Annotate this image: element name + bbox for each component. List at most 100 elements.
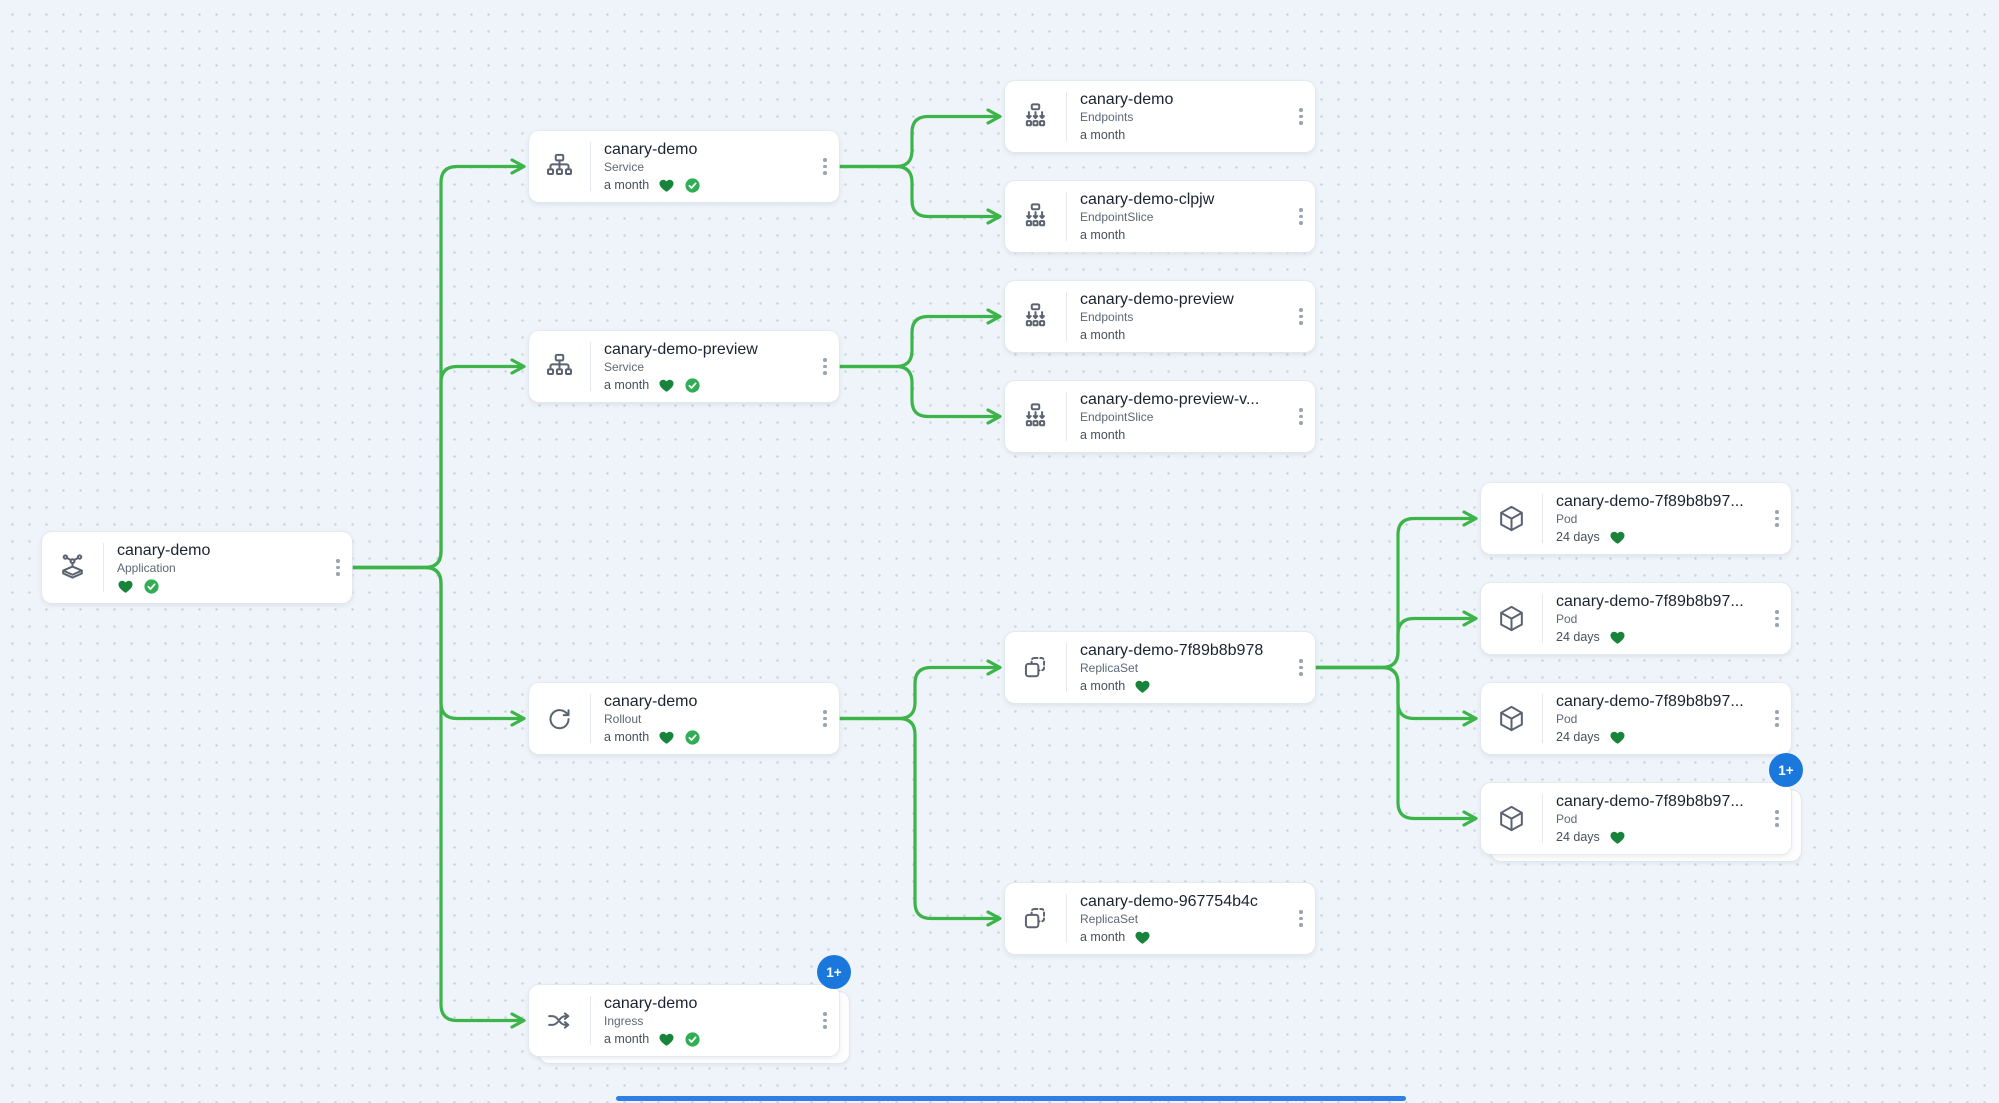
resource-card[interactable]: canary-demo Service a month (529, 131, 839, 202)
replicaset-icon (1020, 652, 1051, 683)
service-icon (544, 351, 575, 382)
node-title: canary-demo-preview-v... (1080, 391, 1260, 408)
node-menu-button[interactable] (1287, 883, 1315, 954)
kind-icon-zone (1481, 583, 1542, 654)
horizontal-scrollbar[interactable] (616, 1096, 1406, 1101)
node-age: 24 days (1556, 530, 1600, 544)
resource-node[interactable]: 1+ canary-demo Ingress a month (529, 955, 851, 1063)
resource-node[interactable]: canary-demo-7f89b8b978 ReplicaSet a mont… (1005, 632, 1315, 703)
resource-card[interactable]: canary-demo-preview-v... EndpointSlice a… (1005, 381, 1315, 452)
kind-icon-zone (529, 131, 590, 202)
resource-node[interactable]: canary-demo-7f89b8b97... Pod 24 days (1481, 683, 1791, 754)
node-menu-button[interactable] (1287, 381, 1315, 452)
node-menu-button[interactable] (1287, 181, 1315, 252)
resource-node[interactable]: canary-demo-967754b4c ReplicaSet a month (1005, 883, 1315, 954)
node-menu-button[interactable] (811, 131, 839, 202)
node-menu-button[interactable] (1763, 683, 1791, 754)
node-menu-button[interactable] (1287, 81, 1315, 152)
node-kind: Service (604, 160, 645, 174)
resource-node[interactable]: canary-demo Application (42, 532, 352, 603)
edge-svc1-eps1 (837, 164, 1002, 225)
resource-node[interactable]: canary-demo Rollout a month (529, 683, 839, 754)
resource-node[interactable]: canary-demo-preview Service a month (529, 331, 839, 402)
endpoints-icon (1020, 301, 1051, 332)
resource-node[interactable]: canary-demo-preview Endpoints a month (1005, 281, 1315, 352)
node-meta-row: a month (1080, 678, 1279, 695)
card-divider (1542, 494, 1543, 543)
node-title: canary-demo-7f89b8b97... (1556, 493, 1744, 510)
edge-rollout-rs2 (837, 716, 1002, 927)
node-age: a month (604, 378, 650, 392)
resource-card[interactable]: canary-demo Ingress a month (529, 985, 839, 1056)
health-heart-icon (1609, 729, 1626, 746)
node-menu-button[interactable] (811, 683, 839, 754)
node-text-zone: canary-demo-7f89b8b97... Pod 24 days (1543, 583, 1763, 654)
resource-card[interactable]: canary-demo-preview Service a month (529, 331, 839, 402)
node-kind: Ingress (604, 1014, 644, 1028)
node-menu-button[interactable] (811, 331, 839, 402)
card-divider (1542, 794, 1543, 843)
node-title: canary-demo (1080, 91, 1174, 108)
node-title: canary-demo-clpjw (1080, 191, 1215, 208)
resource-node[interactable]: canary-demo-clpjw EndpointSlice a month (1005, 181, 1315, 252)
node-kind: Rollout (604, 712, 642, 726)
node-title: canary-demo (604, 995, 698, 1012)
health-heart-icon (1134, 929, 1151, 946)
resource-card[interactable]: canary-demo Rollout a month (529, 683, 839, 754)
node-text-zone: canary-demo Service a month (591, 131, 811, 202)
resource-node[interactable]: canary-demo-preview-v... EndpointSlice a… (1005, 381, 1315, 452)
resource-node[interactable]: canary-demo-7f89b8b97... Pod 24 days (1481, 483, 1791, 554)
pod-icon (1496, 703, 1527, 734)
resource-card[interactable]: canary-demo-7f89b8b97... Pod 24 days (1481, 483, 1791, 554)
edge-rollout-rs1 (837, 659, 1002, 721)
card-divider (590, 342, 591, 391)
resource-card[interactable]: canary-demo-clpjw EndpointSlice a month (1005, 181, 1315, 252)
kind-icon-zone (1481, 783, 1542, 854)
more-count-badge[interactable]: 1+ (1769, 753, 1803, 787)
resource-node[interactable]: canary-demo-7f89b8b97... Pod 24 days (1481, 583, 1791, 654)
resource-card[interactable]: canary-demo-7f89b8b978 ReplicaSet a mont… (1005, 632, 1315, 703)
node-menu-button[interactable] (1763, 583, 1791, 654)
node-menu-button[interactable] (1287, 281, 1315, 352)
node-kind: EndpointSlice (1080, 210, 1154, 224)
resource-card[interactable]: canary-demo Endpoints a month (1005, 81, 1315, 152)
node-age: a month (604, 178, 650, 192)
edge-rs1-pod3 (1313, 665, 1478, 727)
resource-node[interactable]: canary-demo Service a month (529, 131, 839, 202)
node-text-zone: canary-demo Endpoints a month (1067, 81, 1287, 152)
card-divider (1066, 192, 1067, 241)
resource-card[interactable]: canary-demo-7f89b8b97... Pod 24 days (1481, 783, 1791, 854)
service-icon (544, 151, 575, 182)
resource-card[interactable]: canary-demo-967754b4c ReplicaSet a month (1005, 883, 1315, 954)
card-divider (1542, 594, 1543, 643)
resource-card[interactable]: canary-demo Application (42, 532, 352, 603)
node-menu-button[interactable] (811, 985, 839, 1056)
node-title: canary-demo (604, 693, 698, 710)
resource-card[interactable]: canary-demo-7f89b8b97... Pod 24 days (1481, 583, 1791, 654)
node-menu-button[interactable] (324, 532, 352, 603)
more-count-badge[interactable]: 1+ (817, 955, 851, 989)
health-heart-icon (658, 177, 675, 194)
node-menu-button[interactable] (1763, 483, 1791, 554)
node-kind: Application (117, 561, 176, 575)
node-meta-row: 24 days (1556, 829, 1755, 846)
node-age: a month (1080, 428, 1126, 442)
resource-node[interactable]: 1+ canary-demo-7f89b8b97... Pod 24 days (1481, 753, 1803, 861)
node-menu-button[interactable] (1763, 783, 1791, 854)
node-meta-row: a month (1080, 127, 1279, 144)
node-text-zone: canary-demo-clpjw EndpointSlice a month (1067, 181, 1287, 252)
node-age: a month (1080, 128, 1126, 142)
node-kind: Pod (1556, 612, 1578, 626)
kind-icon-zone (42, 532, 103, 603)
edge-rs1-pod1 (1313, 510, 1478, 670)
node-menu-button[interactable] (1287, 632, 1315, 703)
resource-card[interactable]: canary-demo-preview Endpoints a month (1005, 281, 1315, 352)
resource-card[interactable]: canary-demo-7f89b8b97... Pod 24 days (1481, 683, 1791, 754)
node-meta-row: a month (604, 177, 803, 194)
node-text-zone: canary-demo Application (104, 532, 324, 603)
node-kind: ReplicaSet (1080, 661, 1139, 675)
node-age: 24 days (1556, 730, 1600, 744)
endpointslice-icon (1020, 401, 1051, 432)
resource-node[interactable]: canary-demo Endpoints a month (1005, 81, 1315, 152)
